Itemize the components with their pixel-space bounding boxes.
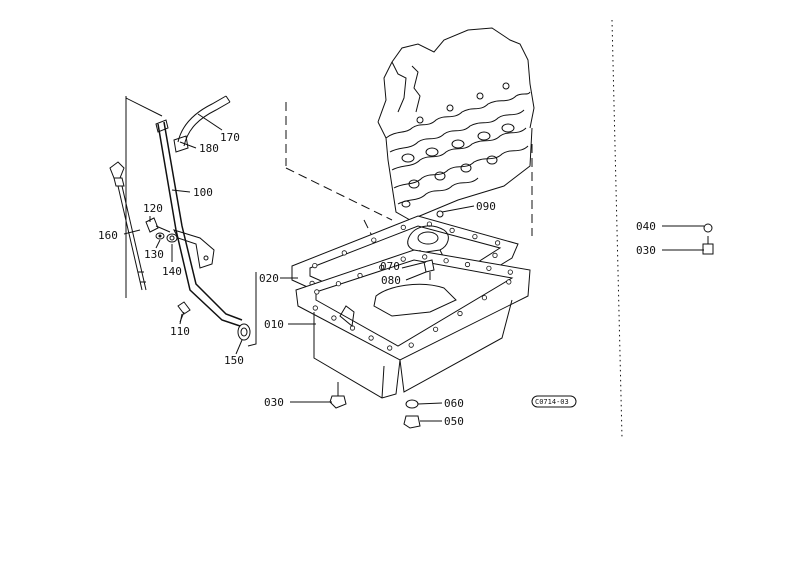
pan-bolt-hole	[422, 254, 428, 260]
bolt-icon-120	[145, 217, 171, 233]
label-130: 130	[144, 248, 164, 261]
drawing-code: C0714-03	[535, 398, 569, 406]
pan-bolt-hole	[400, 256, 406, 262]
gasket-bolt-hole	[400, 224, 406, 230]
pan-bolt-hole	[457, 310, 463, 317]
pan-bolt-hole	[408, 342, 414, 348]
pan-bolt-hole	[357, 272, 363, 279]
gasket-bolt-hole	[341, 250, 347, 256]
bolt-icon-040	[703, 223, 713, 233]
breather-hose-icon	[173, 95, 231, 153]
gasket-bolt-hole	[312, 262, 318, 269]
bolt-icon-080	[423, 259, 435, 280]
seal-icon-150	[237, 323, 251, 341]
dipstick-icon	[109, 161, 147, 291]
pan-bolt-hole	[312, 305, 318, 311]
pan-bolt-hole	[335, 281, 341, 287]
dipstick-guide-tube-icon	[155, 119, 243, 327]
pan-bolt-hole	[486, 265, 492, 271]
pan-bolt-hole	[506, 279, 512, 285]
label-050: 050	[444, 415, 464, 428]
label-060: 060	[444, 397, 464, 410]
guide-line-engine-2	[363, 219, 373, 237]
gasket-bolt-hole	[449, 227, 455, 233]
gasket-bolt-hole	[492, 252, 498, 258]
pan-bolt-hole	[443, 258, 449, 264]
label-180: 180	[199, 142, 219, 155]
bolt-icon-110	[177, 301, 191, 323]
pan-bolt-hole	[368, 335, 374, 341]
label-140: 140	[162, 265, 182, 278]
gasket-bolt-hole	[472, 234, 478, 240]
label-080: 080	[381, 274, 401, 287]
label-100: 100	[193, 186, 213, 199]
gasket-bolt-hole	[371, 237, 377, 243]
pan-bolt-hole	[314, 289, 320, 295]
label-090: 090	[476, 200, 496, 213]
label-150: 150	[224, 354, 244, 367]
engine-block-icon	[377, 27, 535, 221]
drawing-code-badge: C0714-03	[531, 395, 577, 408]
label-110: 110	[170, 325, 190, 338]
pan-bolt-hole	[481, 295, 487, 301]
label-160: 160	[98, 229, 118, 242]
section-divider	[611, 19, 623, 439]
label-010: 010	[264, 318, 284, 331]
label-120: 120	[143, 202, 163, 215]
bolt-icon-090	[436, 210, 444, 218]
oil-pan-icon	[295, 249, 531, 399]
part-labels: 170 180 100 160 120 130 140 110 150 020 …	[98, 131, 656, 428]
pan-bolt-hole	[378, 264, 385, 270]
pan-bolt-hole	[507, 269, 513, 275]
washer-icon-130	[155, 232, 165, 240]
label-020: 020	[259, 272, 279, 285]
label-030: 030	[264, 396, 284, 409]
leader-lines	[123, 113, 704, 422]
bolt-icon-140	[166, 233, 178, 243]
label-170: 170	[220, 131, 240, 144]
gasket-bolt-hole	[494, 240, 501, 246]
group-bracket-left-top	[125, 97, 163, 117]
drain-plug-icon	[403, 399, 421, 429]
pan-bolt-hole	[387, 345, 393, 351]
group-bracket-right	[247, 272, 257, 347]
label-070: 070	[380, 260, 400, 273]
label-030-right: 030	[636, 244, 656, 257]
pan-bolt-hole	[432, 326, 439, 332]
label-040: 040	[636, 220, 656, 233]
pan-bolt-hole	[464, 261, 471, 268]
bolt-icon-030-right	[702, 236, 714, 255]
pan-bolt-hole	[331, 315, 337, 321]
pan-bolt-hole	[349, 325, 356, 331]
guide-line-engine	[285, 167, 393, 221]
bolt-icon-030	[329, 382, 347, 409]
